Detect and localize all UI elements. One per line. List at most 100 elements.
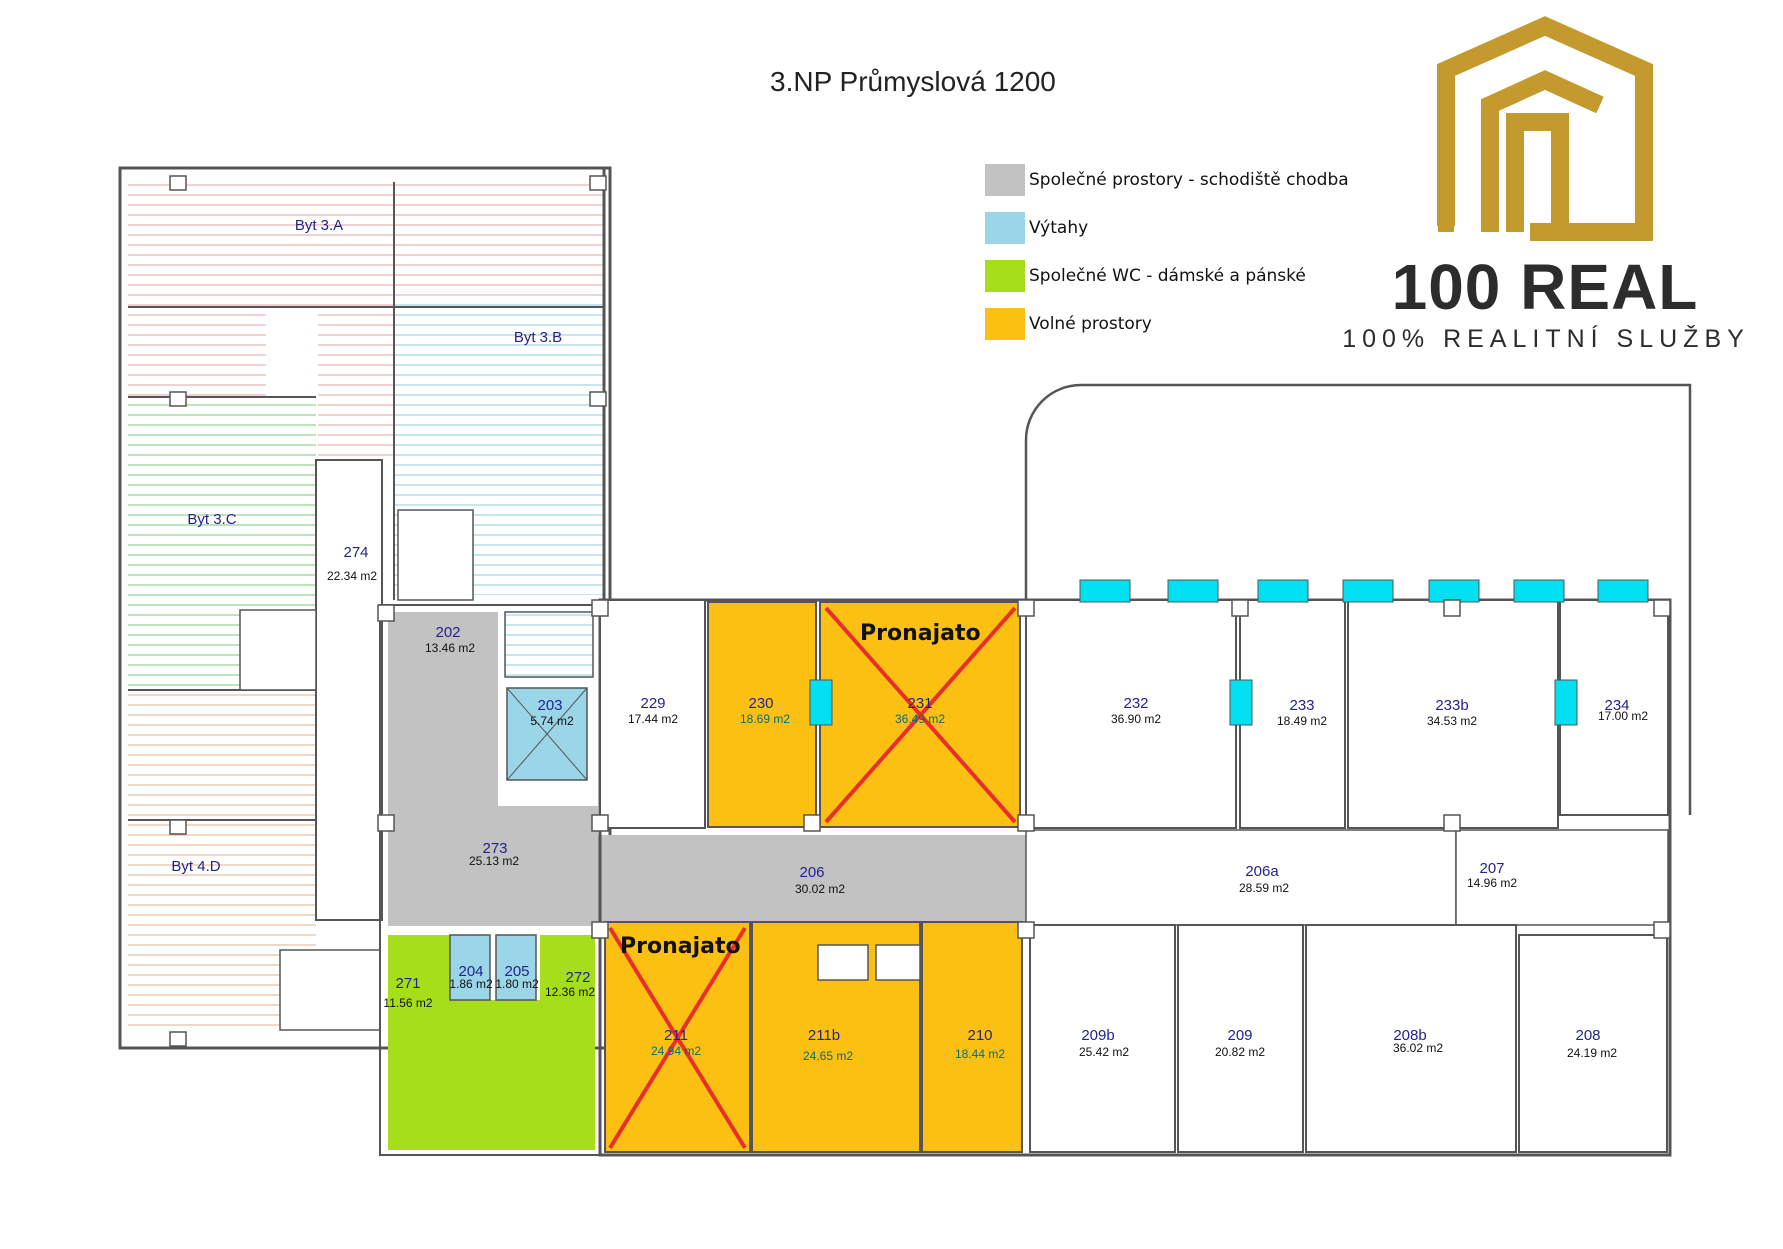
hall-273 <box>388 806 598 926</box>
room-271-number: 271 <box>395 975 420 992</box>
brand-logo: 100 REAL 100% REALITNÍ SLUŽBY <box>1310 10 1770 360</box>
room-206-number: 206 <box>799 864 824 881</box>
corridor-206 <box>598 835 1026 925</box>
rented-label-231: Pronajato <box>860 621 981 646</box>
staircase-207 <box>1455 829 1669 926</box>
room-202-area: 13.46 m2 <box>425 641 475 655</box>
room-204-area: 1.86 m2 <box>449 977 493 991</box>
brand-tagline: 100% REALITNÍ SLUŽBY <box>1342 325 1750 353</box>
wc-272 <box>540 935 595 1005</box>
room-207-number: 207 <box>1479 860 1504 877</box>
room-232-number: 232 <box>1123 695 1148 712</box>
room-206a-number: 206a <box>1245 863 1279 880</box>
room-209 <box>1177 924 1304 1153</box>
room-274-area: 22.34 m2 <box>327 569 377 583</box>
room-229-number: 229 <box>640 695 665 712</box>
room-234 <box>1559 599 1669 816</box>
room-211b-number: 211b <box>808 1027 840 1044</box>
room-203-number: 203 <box>537 697 562 714</box>
room-231-number: 231 <box>907 695 932 712</box>
flat-label-4d: Byt 4.D <box>171 858 220 875</box>
room-208-area: 24.19 m2 <box>1567 1046 1617 1060</box>
room-207-area: 14.96 m2 <box>1467 876 1517 890</box>
legend-item-lifts: Výtahy <box>985 212 1405 246</box>
flat-3a-area-4 <box>318 290 394 460</box>
flat-label-3a: Byt 3.A <box>295 217 343 234</box>
room-273-area: 25.13 m2 <box>469 854 519 868</box>
legend-swatch-common <box>985 164 1025 196</box>
room-206-area: 30.02 m2 <box>795 882 845 896</box>
room-272-number: 272 <box>565 969 590 986</box>
columns <box>169 175 1671 1047</box>
legend-swatch-lifts <box>985 212 1025 244</box>
brand-name: 100 REAL <box>1391 251 1699 323</box>
room-271-area: 11.56 m2 <box>383 996 432 1010</box>
room-211-area: 24.94 m2 <box>651 1044 701 1058</box>
room-202-number: 202 <box>435 624 460 641</box>
room-229-area: 17.44 m2 <box>628 712 678 726</box>
corridor-274 <box>315 459 383 921</box>
flat-3a-area-3 <box>128 307 266 397</box>
room-204-number: 204 <box>458 963 483 980</box>
room-231-area: 36.49 m2 <box>895 712 945 726</box>
staircase-202 <box>388 612 498 806</box>
legend-item-free: Volné prostory <box>985 308 1405 342</box>
room-230 <box>707 601 817 828</box>
room-206a-area: 28.59 m2 <box>1239 881 1289 895</box>
room-209b-area: 25.42 m2 <box>1079 1045 1129 1059</box>
room-230-area: 18.69 m2 <box>740 712 790 726</box>
room-211b-area: 24.65 m2 <box>803 1049 853 1063</box>
room-234-area: 17.00 m2 <box>1598 709 1648 723</box>
lift-205 <box>495 934 537 1001</box>
room-272-area: 12.36 m2 <box>545 985 595 999</box>
legend-item-common: Společné prostory - schodiště chodba <box>985 164 1405 198</box>
rented-crosses <box>608 606 1017 1150</box>
legend-label-wc: Společné WC - dámské a pánské <box>1029 266 1306 286</box>
wc-area <box>445 1000 595 1150</box>
room-203-area: 5.74 m2 <box>530 714 574 728</box>
legend-swatch-free <box>985 308 1025 340</box>
room-209-number: 209 <box>1227 1027 1252 1044</box>
room-208 <box>1518 934 1668 1153</box>
residential-wing <box>118 166 612 1050</box>
rented-label-211: Pronajato <box>620 934 741 959</box>
room-274-number: 274 <box>343 544 368 561</box>
flat-3a-area-2 <box>394 182 604 307</box>
room-233 <box>1239 599 1346 829</box>
legend-swatch-wc <box>985 260 1025 292</box>
room-210 <box>921 921 1023 1153</box>
flat-label-3b: Byt 3.B <box>514 329 562 346</box>
legend-item-wc: Společné WC - dámské a pánské <box>985 260 1405 294</box>
room-208b <box>1305 924 1517 1153</box>
room-233-number: 233 <box>1289 697 1314 714</box>
room-208b-area: 36.02 m2 <box>1393 1041 1443 1055</box>
window-boxes <box>809 579 1649 726</box>
flat-label-3c: Byt 3.C <box>187 511 236 528</box>
legend-label-common: Společné prostory - schodiště chodba <box>1029 170 1349 190</box>
room-210-number: 210 <box>967 1027 992 1044</box>
room-233b-area: 34.53 m2 <box>1427 714 1477 728</box>
room-210-area: 18.44 m2 <box>955 1047 1005 1061</box>
page-title: 3.NP Průmyslová 1200 <box>770 66 1056 97</box>
room-232-area: 36.90 m2 <box>1111 712 1161 726</box>
house-logo-icon <box>1437 16 1653 241</box>
lift-204 <box>449 934 491 1001</box>
legend-label-lifts: Výtahy <box>1029 218 1089 238</box>
corridor-206a <box>1025 829 1457 926</box>
room-233-area: 18.49 m2 <box>1277 714 1327 728</box>
terrace-outline <box>1024 383 1692 815</box>
room-211-number: 211 <box>664 1027 688 1044</box>
legend-label-free: Volné prostory <box>1029 314 1152 334</box>
room-209b <box>1029 924 1176 1153</box>
room-208b-number: 208b <box>1393 1027 1426 1044</box>
room-205-area: 1.80 m2 <box>495 977 539 991</box>
flat-3a-area-1 <box>128 182 394 307</box>
room-208-number: 208 <box>1575 1027 1600 1044</box>
room-233b-number: 233b <box>1435 697 1468 714</box>
room-230-number: 230 <box>748 695 773 712</box>
room-209-area: 20.82 m2 <box>1215 1045 1265 1059</box>
central-core <box>379 604 1026 1156</box>
room-273-number: 273 <box>482 840 507 857</box>
room-234-number: 234 <box>1604 697 1629 714</box>
